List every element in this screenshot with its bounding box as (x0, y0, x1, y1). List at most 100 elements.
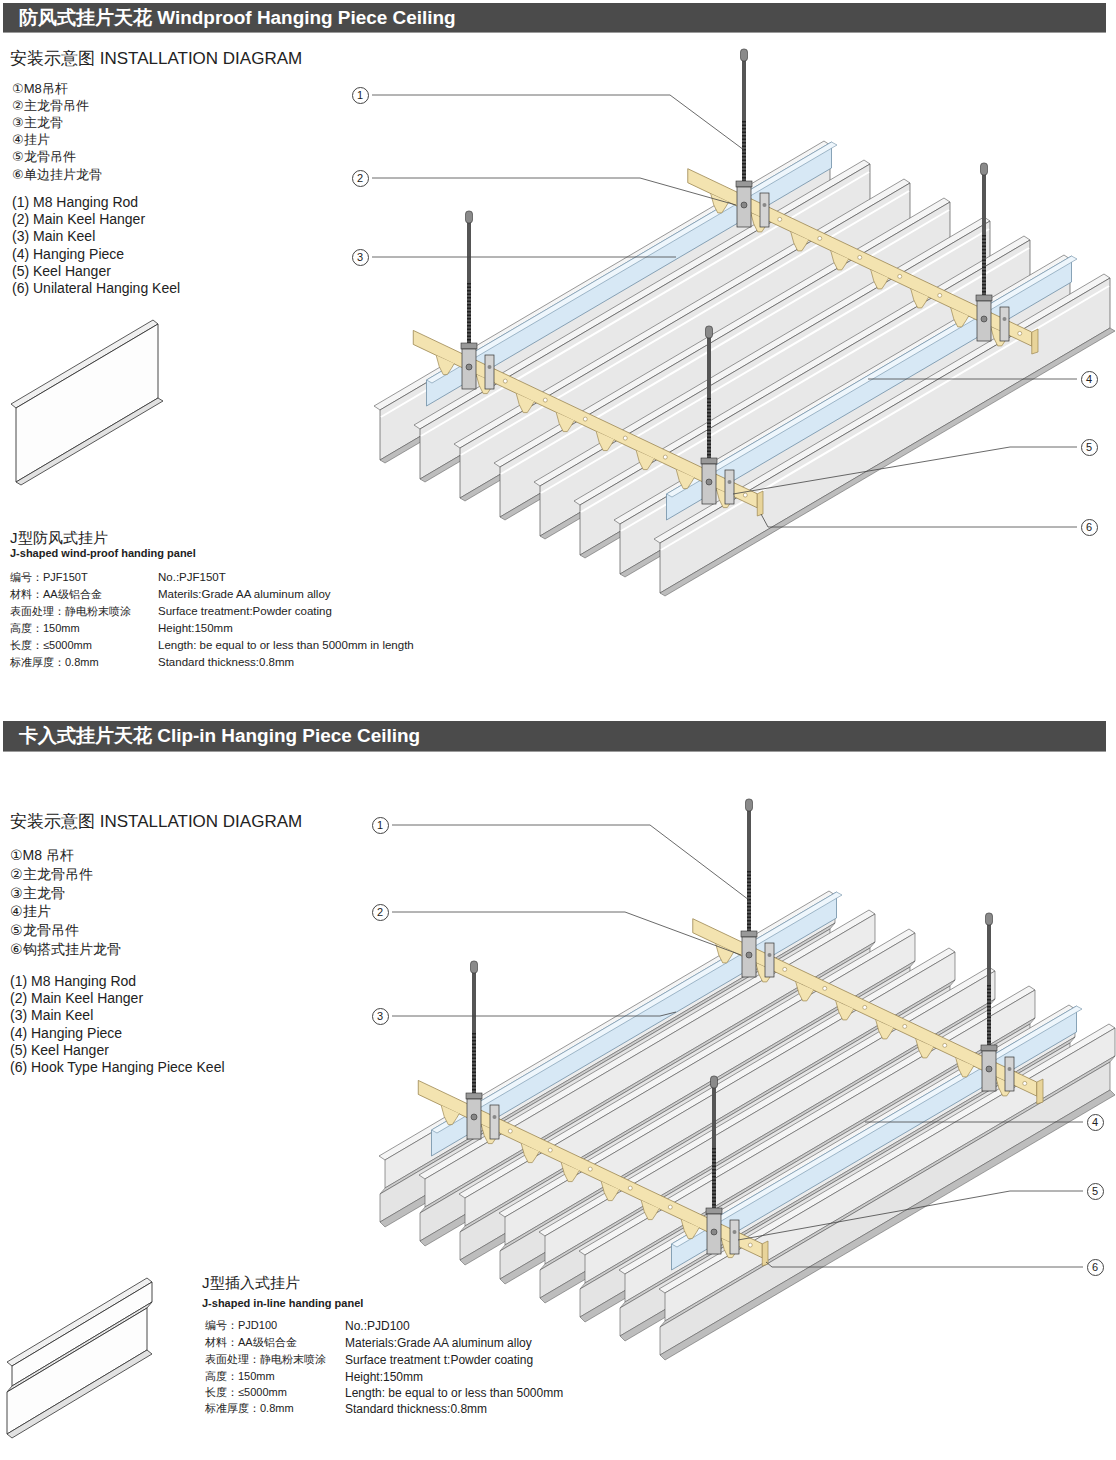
leader-lines (392, 825, 1083, 1267)
callout-number: 3 (352, 249, 369, 266)
spec-line: Materials:Grade AA aluminum alloy (345, 1336, 532, 1350)
spec-line: 长度：≤5000mm (10, 639, 92, 652)
part-list-item: ①M8吊杆 (12, 81, 68, 97)
leader-line (392, 825, 749, 900)
section-header: 防风式挂片天花 Windproof Hanging Piece Ceiling (3, 3, 1106, 33)
callout-number: 1 (372, 817, 389, 834)
part-list-item: (4) Hanging Piece (10, 1025, 122, 1042)
leader-line (372, 257, 676, 258)
callout-number: 1 (352, 87, 369, 104)
part-list-item: ③主龙骨 (10, 885, 65, 902)
callout-number: 2 (372, 904, 389, 921)
leader-line (372, 178, 736, 205)
spec-line: Length: be equal to or less than 5000mm … (158, 639, 414, 653)
spec-line: Standard thickness:0.8mm (158, 656, 294, 670)
spec-line: Materils:Grade AA aluminum alloy (158, 588, 331, 602)
part-list-item: ④挂片 (12, 132, 50, 148)
part-list-item: (4) Hanging Piece (12, 246, 124, 263)
panel-profile (11, 320, 163, 485)
hangers (461, 49, 1009, 504)
part-list-item: (6) Unilateral Hanging Keel (12, 280, 180, 297)
spec-line: Height:150mm (158, 622, 233, 636)
spec-line: 编号：PJD100 (205, 1319, 277, 1332)
subheading: 安装示意图 INSTALLATION DIAGRAM (10, 812, 302, 832)
spec-line: No.:PJF150T (158, 571, 226, 585)
part-list-item: ⑤龙骨吊件 (10, 922, 79, 939)
part-list-item: (2) Main Keel Hanger (10, 990, 143, 1007)
spec-line: 编号：PJF150T (10, 571, 88, 584)
leader-line (733, 447, 1077, 494)
part-list-item: (1) M8 Hanging Rod (10, 973, 136, 990)
callout-text: 6 (1086, 522, 1092, 533)
leader-lines (372, 95, 1077, 527)
panel-name: J型插入式挂片 (202, 1274, 300, 1292)
part-list-item: ②主龙骨吊件 (12, 98, 89, 114)
subheading: 安装示意图 INSTALLATION DIAGRAM (10, 49, 302, 69)
spec-line: 表面处理：静电粉末喷涂 (205, 1353, 326, 1366)
panel-profile (7, 1278, 152, 1438)
part-list-item: ②主龙骨吊件 (10, 866, 93, 883)
spec-line: Standard thickness:0.8mm (345, 1402, 487, 1416)
part-list-item: (2) Main Keel Hanger (12, 211, 145, 228)
spec-line: Length: be equal to or less than 5000mm (345, 1386, 563, 1400)
callout-number: 2 (352, 170, 369, 187)
section-header: 卡入式挂片天花 Clip-in Hanging Piece Ceiling (3, 721, 1106, 752)
spec-line: 表面处理：静电粉末喷涂 (10, 605, 131, 618)
spec-line: Surface treatment:Powder coating (158, 605, 332, 619)
leader-line (372, 95, 744, 150)
hanging-keels (418, 919, 1043, 1266)
profile-face (16, 324, 158, 482)
part-list-item: (6) Hook Type Hanging Piece Keel (10, 1059, 225, 1076)
callout-text: 2 (377, 907, 383, 918)
part-list-item: ⑥钩搭式挂片龙骨 (10, 941, 121, 958)
callout-text: 4 (1086, 374, 1092, 385)
callout-number: 4 (1087, 1114, 1104, 1131)
spec-line: Surface treatment t:Powder coating (345, 1353, 533, 1367)
callout-number: 5 (1087, 1183, 1104, 1200)
callout-text: 3 (357, 252, 363, 263)
callout-text: 5 (1086, 442, 1092, 453)
leader-line (868, 379, 1077, 380)
part-list-item: ⑥单边挂片龙骨 (12, 167, 102, 183)
callout-text: 2 (357, 173, 363, 184)
panel-subname: J-shaped in-line handing panel (202, 1297, 363, 1310)
callout-number: 3 (372, 1008, 389, 1025)
hangers (466, 799, 1014, 1254)
panel-subname: J-shaped wind-proof handing panel (10, 547, 196, 560)
callout-text: 6 (1092, 1262, 1098, 1273)
leader-line (738, 1191, 1083, 1240)
leader-line (766, 1262, 1083, 1267)
hanging-keels (413, 169, 1038, 516)
spec-line: 高度：150mm (10, 622, 80, 635)
spec-line: 标准厚度：0.8mm (205, 1402, 294, 1415)
callout-text: 1 (377, 820, 383, 831)
spec-line: 材料：AA级铝合金 (205, 1336, 297, 1349)
leader-line (761, 514, 1077, 527)
callout-text: 5 (1092, 1186, 1098, 1197)
part-list-item: ①M8 吊杆 (10, 847, 74, 864)
spec-line: 高度：150mm (205, 1370, 275, 1383)
callout-number: 4 (1081, 371, 1098, 388)
callout-number: 6 (1087, 1259, 1104, 1276)
leader-line (865, 1122, 1083, 1123)
part-list-item: (5) Keel Hanger (12, 263, 111, 280)
clip-panel (659, 1024, 1115, 1360)
callout-text: 1 (357, 90, 363, 101)
section-title: 卡入式挂片天花 Clip-in Hanging Piece Ceiling (3, 721, 1106, 751)
spec-line: Height:150mm (345, 1370, 423, 1384)
j-panel (654, 274, 1115, 596)
profile-hook (7, 1350, 152, 1438)
ceiling-assembly (379, 799, 1115, 1360)
leader-line (392, 1012, 676, 1016)
part-list-item: ④挂片 (10, 903, 51, 920)
spec-line: No.:PJD100 (345, 1319, 410, 1333)
leader-line (392, 912, 741, 955)
callout-number: 6 (1081, 519, 1098, 536)
profile-return (16, 398, 163, 485)
profile-face (7, 1308, 147, 1434)
part-list-item: ③主龙骨 (12, 115, 63, 131)
part-list-item: (5) Keel Hanger (10, 1042, 109, 1059)
part-list-item: (3) Main Keel (12, 228, 95, 245)
part-list-item: (3) Main Keel (10, 1007, 93, 1024)
